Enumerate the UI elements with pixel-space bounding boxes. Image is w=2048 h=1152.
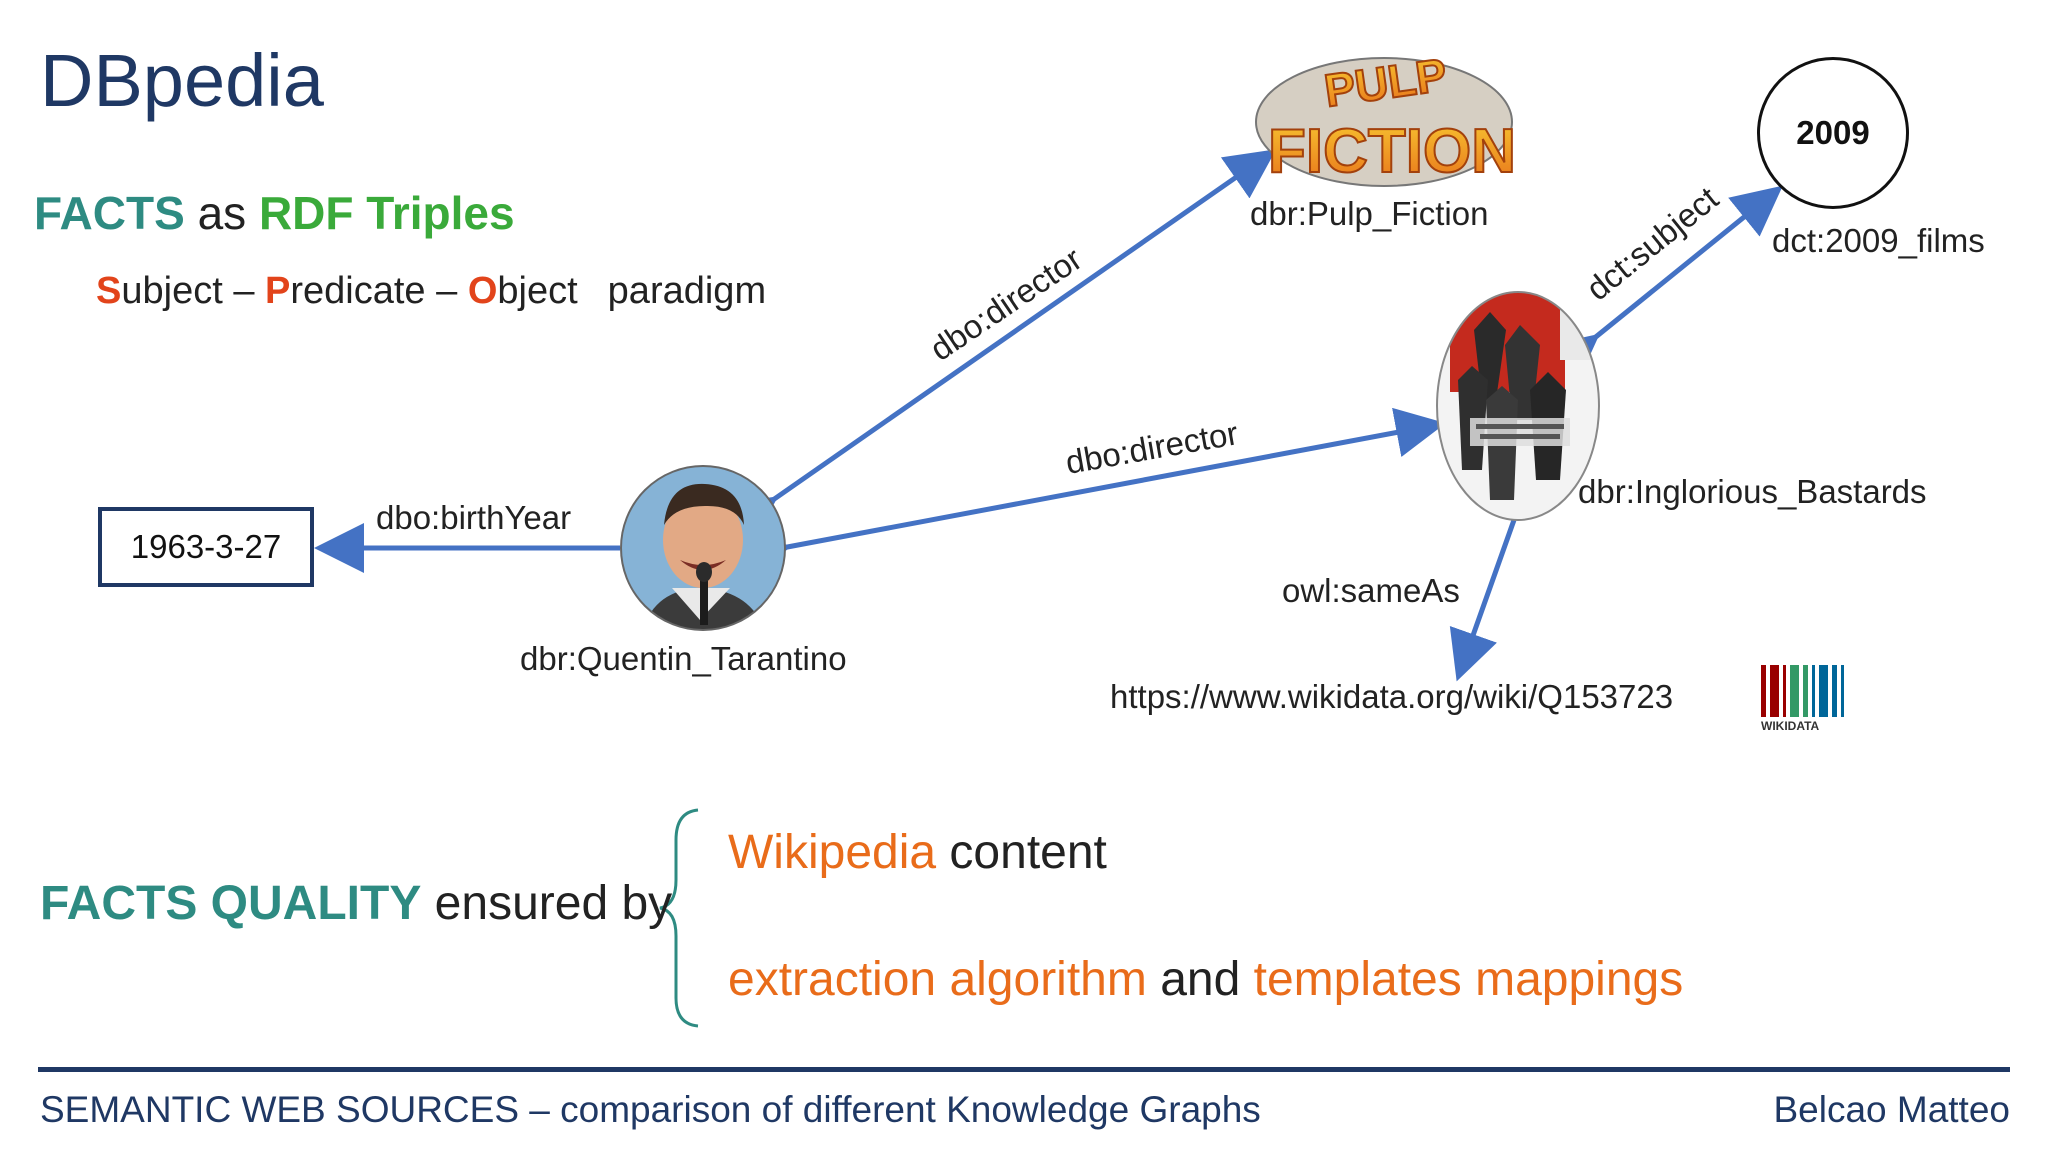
edge-director-inglorious (738, 407, 1446, 580)
wikidata-url: https://www.wikidata.org/wiki/Q153723 (1110, 678, 1673, 715)
curly-brace (659, 808, 699, 1028)
edge-subject (1545, 185, 1783, 385)
year-2009-node: 2009 (1757, 57, 1909, 209)
footer-title: SEMANTIC WEB SOURCES – comparison of dif… (40, 1089, 1261, 1130)
extraction-word: extraction algorithm (728, 953, 1147, 1006)
label-birth-year: dbo:birthYear (376, 499, 571, 536)
wikidata-logo-text: WIKIDATA (1761, 719, 1820, 733)
wikipedia-word: Wikipedia (728, 826, 937, 879)
templates-word: templates mappings (1253, 953, 1684, 1006)
facts-quality-word: FACTS QUALITY (40, 877, 422, 930)
tarantino-photo-node (620, 465, 786, 631)
node-label-inglorious: dbr:Inglorious_Bastards (1578, 473, 1927, 510)
label-same-as: owl:sameAs (1282, 572, 1460, 609)
quality-item-wikipedia: Wikipedia content (728, 825, 1107, 880)
facts-heading: FACTS as RDF Triples (34, 186, 515, 240)
node-label-pulp-fiction: dbr:Pulp_Fiction (1250, 195, 1488, 232)
label-director-inglorious: dbo:director (1063, 414, 1241, 481)
birth-year-value-box: 1963-3-27 (98, 507, 314, 587)
pulp-logo-line2: FICTION (1268, 117, 1516, 186)
ensured-by-word: ensured by (434, 877, 673, 930)
facts-quality-line: FACTS QUALITY ensured by (40, 876, 672, 931)
footer-author: Belcao Matteo (1773, 1089, 2010, 1130)
as-word: as (197, 187, 247, 239)
wikidata-logo: WIKIDATA (1761, 665, 1844, 733)
spo-ubject: ubject – (121, 270, 266, 312)
spo-bject: bject (497, 270, 578, 312)
and-word: and (1160, 953, 1241, 1006)
node-label-2009-films: dct:2009_films (1772, 222, 1985, 259)
spo-o: O (467, 270, 498, 312)
spo-p: P (265, 270, 291, 312)
node-label-tarantino: dbr:Quentin_Tarantino (520, 640, 847, 677)
inglorious-bastards-poster-node (1436, 291, 1600, 521)
content-word: content (949, 826, 1107, 879)
facts-word: FACTS (34, 187, 185, 239)
spo-redicate: redicate – (290, 270, 468, 312)
footer-divider (38, 1067, 2010, 1072)
spo-s: S (96, 270, 122, 312)
slide-title: DBpedia (40, 39, 324, 122)
quality-item-extraction: extraction algorithm and templates mappi… (728, 952, 1683, 1007)
label-director-pulp: dbo:director (923, 240, 1088, 368)
rdf-triples-word: RDF Triples (258, 187, 515, 239)
pulp-fiction-logo-node: PULP FICTION (1255, 47, 1517, 187)
edge-same-as (1449, 519, 1517, 682)
